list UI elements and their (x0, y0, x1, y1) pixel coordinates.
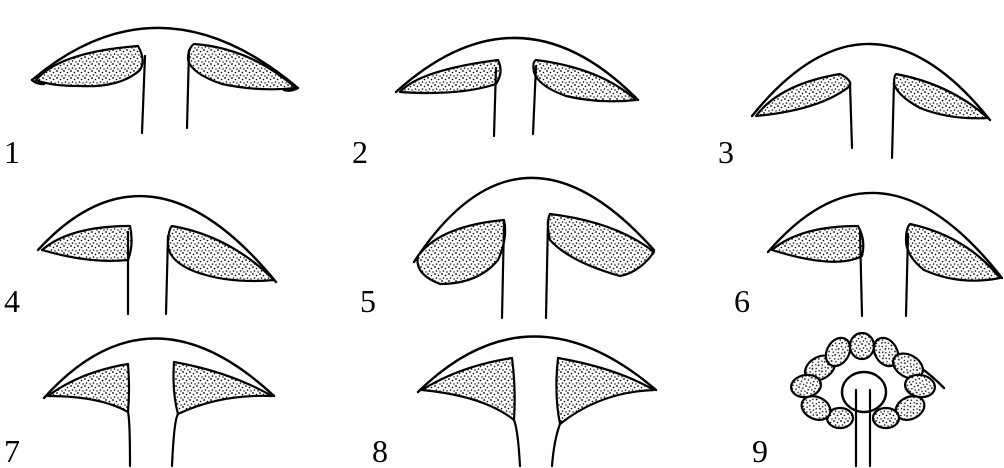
panel-7: 7 (4, 338, 274, 468)
panel-3: 3 (718, 44, 990, 170)
panel-label-1: 1 (4, 134, 20, 170)
panel-label-5: 5 (360, 283, 376, 319)
panel-1: 1 (4, 28, 298, 170)
panel-2: 2 (352, 38, 638, 170)
mushroom-5 (414, 178, 654, 318)
panel-label-8: 8 (372, 433, 388, 468)
panel-5: 5 (360, 178, 654, 319)
mushroom-2 (396, 38, 638, 136)
mushroom-6 (768, 193, 1002, 316)
collar (842, 372, 886, 412)
panel-label-9: 9 (752, 433, 768, 468)
panel-label-4: 4 (4, 283, 20, 319)
panel-4: 4 (4, 196, 276, 319)
panel-8: 8 (372, 336, 656, 468)
mushroom-9 (789, 333, 944, 466)
panel-9: 9 (752, 333, 944, 468)
panel-label-3: 3 (718, 134, 734, 170)
mushroom-1 (32, 28, 298, 133)
mushroom-8 (418, 336, 656, 466)
mushroom-3 (752, 44, 990, 158)
panel-label-2: 2 (352, 134, 368, 170)
panel-6: 6 (734, 193, 1002, 319)
mushroom-4 (38, 196, 276, 314)
mushroom-7 (44, 338, 274, 466)
panel-label-7: 7 (4, 433, 20, 468)
panel-label-6: 6 (734, 283, 750, 319)
